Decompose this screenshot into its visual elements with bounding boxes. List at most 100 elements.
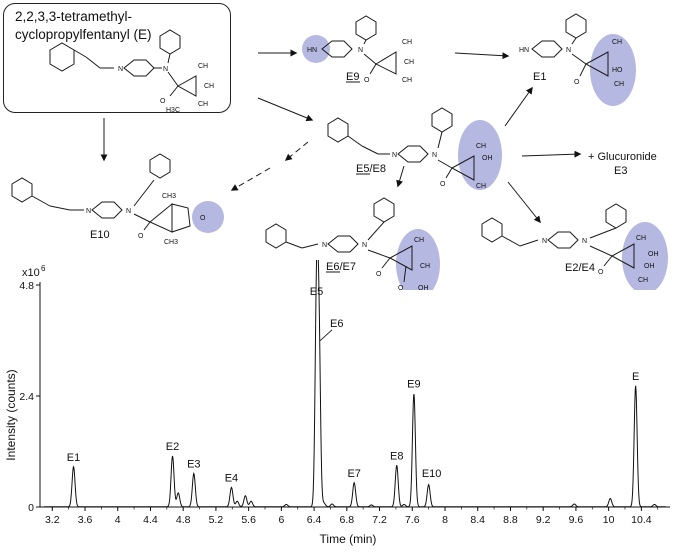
svg-text:N: N [566,47,571,54]
highlight-e10 [192,201,224,233]
structure-e5: N N O CH OH CH E5/E8 [327,107,493,190]
svg-text:HN: HN [519,47,529,54]
label-e9: E9 [346,71,359,83]
x-tick-label: 4 [115,514,121,526]
structure-e9: HN N O CH CH CH E9 [307,15,414,84]
scheme-structures: N N O CH CH CH H3C HN N O CH [11,13,668,290]
glucuronide-note: + Glucuronide [588,151,657,163]
x-tick-label: 10 [603,514,615,526]
peak-label-e5: E5 [310,286,323,298]
svg-text:N: N [432,152,437,159]
label-e10: E10 [90,229,110,241]
svg-text:CH: CH [476,183,486,190]
svg-text:N: N [392,152,397,159]
label-e1: E1 [533,71,546,83]
svg-text:N: N [86,208,91,215]
svg-text:N: N [358,47,363,54]
y-tick-label: 0 [28,502,34,514]
x-tick-label: 5.2 [209,514,224,526]
x-tick-label: 6.8 [340,514,355,526]
structure-e6: N N O O OH CH CH E6/E7 [265,197,430,290]
svg-text:O: O [440,181,446,188]
metabolism-scheme: 2,2,3,3-tetramethyl- cyclopropylfentanyl… [3,3,668,290]
peak-label-e9: E9 [407,379,420,391]
x-tick-label: 10.4 [631,514,652,526]
x-tick-label: 6 [278,514,284,526]
svg-text:CH: CH [414,237,424,244]
svg-text:OH: OH [482,155,493,162]
x-tick-label: 8 [442,514,448,526]
y-tick-label: 2.4 [19,391,34,403]
highlight-e9 [302,35,330,63]
svg-text:N: N [542,238,547,245]
svg-text:O: O [200,215,206,222]
svg-text:N: N [126,208,131,215]
x-tick-label: 9.2 [536,514,551,526]
x-tick-label: 9.6 [569,514,584,526]
x-tick-label: 8.4 [470,514,485,526]
svg-text:CH: CH [476,143,486,150]
x-tick-label: 4.8 [176,514,191,526]
svg-text:CH: CH [404,59,414,66]
x-tick-label: 4.4 [143,514,158,526]
svg-text:HO: HO [612,67,623,74]
trace [44,242,666,508]
highlight-e1 [590,34,636,106]
y-axis-label: Intensity (counts) [4,369,18,460]
peak-label-e1: E1 [67,452,80,464]
chromatogram-trace [44,242,666,508]
svg-text:N: N [322,242,327,249]
svg-text:N: N [118,66,123,73]
svg-text:CH: CH [420,263,430,270]
peak-label-e2: E2 [166,441,179,453]
parent-compound-name: 2,2,3,3-tetramethyl- cyclopropylfentanyl… [15,9,152,42]
peak-label-e: E [632,371,639,383]
reaction-arrows [100,49,582,224]
x-tick-label: 8.8 [503,514,518,526]
y-tick-label: 4.8 [19,280,34,292]
svg-text:N: N [163,66,168,73]
svg-text:CH3: CH3 [162,193,176,200]
glucuronide-e3-label: E3 [614,165,627,177]
svg-text:H3C: H3C [166,107,180,114]
parent-compound-box: 2,2,3,3-tetramethyl- cyclopropylfentanyl… [3,3,231,113]
x-tick-label: 3.6 [78,514,93,526]
y-multiplier: x10 [22,267,40,279]
svg-text:O: O [398,285,404,290]
label-e2: E2/E4 [565,262,595,274]
svg-text:OH: OH [644,263,655,270]
peak-e6-leader [319,329,333,342]
svg-text:O: O [160,98,166,105]
y-multiplier-exponent: 6 [41,264,46,273]
svg-text:CH: CH [636,235,646,242]
peak-label-e8: E8 [390,450,403,462]
svg-text:CH: CH [638,277,648,284]
structure-e2: N N O CH OH OH CH E2/E4 [481,203,659,284]
x-tick-label: 7.2 [372,514,387,526]
peak-label-e6: E6 [330,318,343,330]
highlight-e6 [396,229,440,290]
svg-text:O: O [598,269,604,276]
x-tick-label: 6.4 [307,514,322,526]
peak-label-e4: E4 [225,473,238,485]
svg-text:O: O [138,233,144,240]
peak-label-e7: E7 [347,468,360,480]
x-tick-label: 7.6 [405,514,420,526]
svg-text:HN: HN [307,47,317,54]
label-e5: E5/E8 [356,163,386,175]
svg-text:N: N [362,242,367,249]
svg-text:CH: CH [198,63,208,70]
svg-text:CH: CH [612,39,622,46]
peak-label-e3: E3 [187,459,200,471]
label-e6: E6/E7 [326,261,356,273]
svg-text:O: O [574,79,580,86]
x-tick-label: 5.6 [241,514,256,526]
structure-e1: HN N O CH HO CH E1 [519,13,624,88]
peak-label-e10: E10 [422,468,442,480]
highlight-e2 [622,222,668,290]
svg-text:O: O [364,77,370,84]
svg-text:CH3: CH3 [164,239,178,246]
